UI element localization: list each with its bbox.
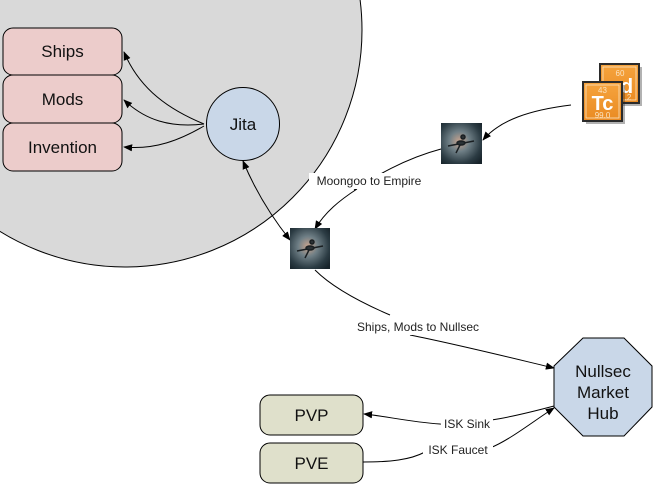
node-ships[interactable]: Ships — [2, 27, 123, 76]
label-isk-faucet: ISK Faucet — [428, 443, 488, 457]
front-tile-number: 43 — [598, 86, 607, 95]
hub-label-line-2: Market — [577, 383, 629, 402]
ship-image-1 — [441, 123, 482, 164]
edge-jita-invention — [123, 125, 205, 152]
label-moongoo-to-empire: Moongoo to Empire — [317, 174, 422, 188]
label-isk-sink: ISK Sink — [444, 417, 491, 431]
edge-jita-hub-node — [242, 160, 291, 241]
edge-moon-ship1 — [482, 104, 572, 141]
back-tile-symbol: d — [621, 76, 633, 98]
back-tile-number: 60 — [616, 69, 625, 78]
edge-jita-mods — [123, 99, 205, 126]
hub-label-line-3: Hub — [587, 404, 618, 423]
spaceship-icon — [447, 134, 475, 154]
edge-jita-ships — [123, 51, 205, 125]
node-invention[interactable]: Invention — [2, 122, 123, 172]
hub-label-line-1: Nullsec — [575, 362, 631, 381]
back-tile-mass: .2 — [625, 93, 632, 102]
moon-materials-icon: 60 d .2 43 Tc 99.0 — [582, 63, 642, 124]
jita-label: Jita — [230, 115, 257, 134]
front-tile-mass: 99.0 — [595, 111, 611, 120]
ship-image-2 — [290, 228, 330, 269]
pve-label: PVE — [294, 454, 328, 473]
edge-hub-pvp — [363, 405, 555, 425]
front-tile-symbol: Tc — [592, 93, 614, 115]
edge-pve-hub — [362, 408, 554, 463]
ships-label: Ships — [41, 42, 84, 61]
node-nullsec-market-hub[interactable]: Nullsec Market Hub — [553, 337, 653, 437]
node-mods[interactable]: Mods — [2, 74, 123, 124]
edge-labels: Moongoo to Empire Ships, Mods to Nullsec… — [309, 173, 493, 457]
spaceship-icon — [296, 239, 324, 259]
invention-label: Invention — [28, 138, 97, 157]
mods-label: Mods — [42, 90, 84, 109]
node-pve[interactable]: PVE — [259, 442, 364, 484]
edge-ship2-hub — [314, 269, 554, 368]
edges — [123, 51, 572, 463]
node-pvp[interactable]: PVP — [259, 394, 364, 436]
node-jita[interactable]: Jita — [206, 87, 280, 161]
pvp-label: PVP — [294, 406, 328, 425]
label-ships-mods-to-nullsec: Ships, Mods to Nullsec — [357, 320, 479, 334]
